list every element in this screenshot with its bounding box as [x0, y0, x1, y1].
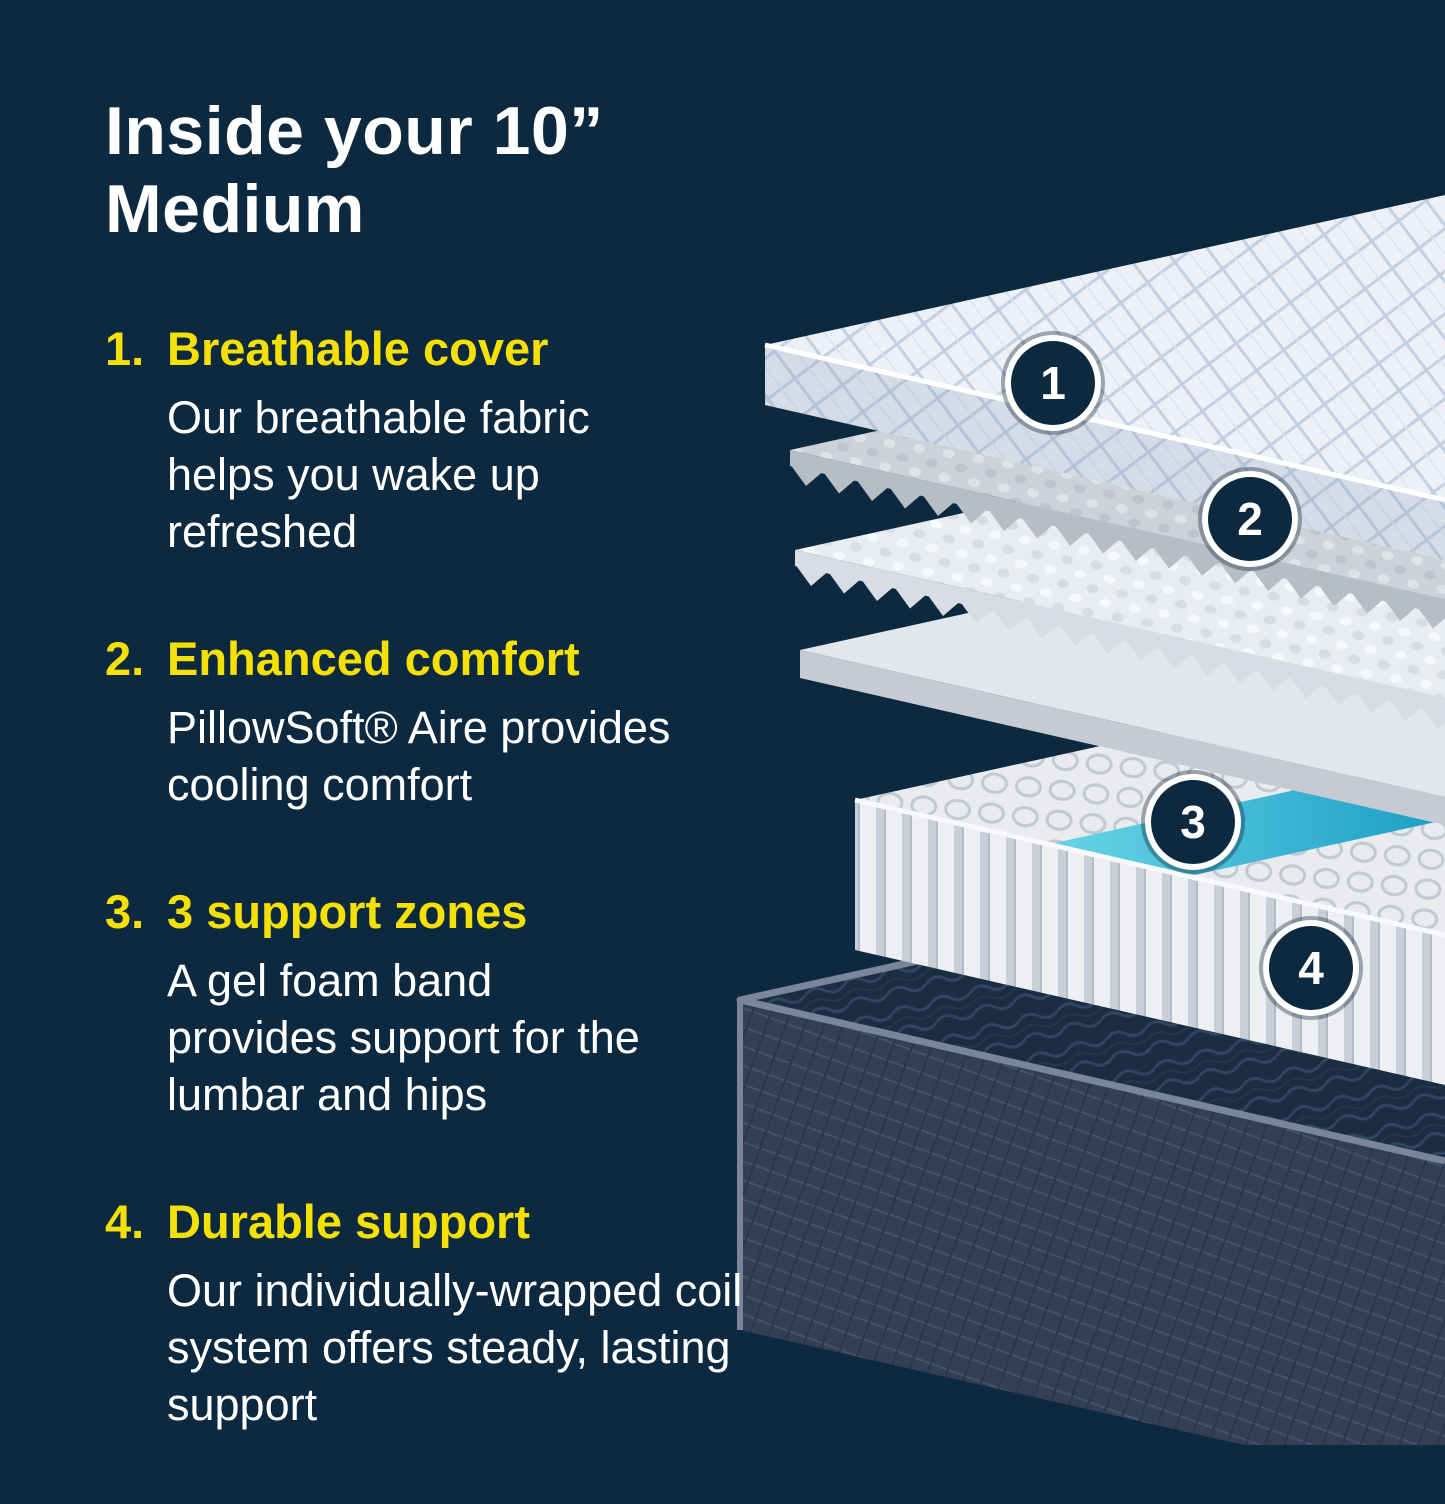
info-panel: Inside your 10” Medium 1. Breathable cov…	[105, 92, 825, 1504]
feature-3-number: 3.	[105, 885, 145, 939]
feature-1-description: Our breathable fabric helps you wake up …	[167, 391, 590, 558]
feature-2-heading-row: 2. Enhanced comfort	[105, 630, 825, 689]
feature-4-heading: Durable support	[167, 1195, 530, 1249]
callout-badge-1-label: 1	[1040, 357, 1066, 409]
feature-3-heading-row: 3. 3 support zones	[105, 883, 825, 942]
infographic-canvas: 1 2 3 4 Inside your 10” Medium 1. Breath…	[105, 93, 1445, 1445]
callout-badge-1: 1	[1005, 335, 1101, 431]
feature-2-description: PillowSoft® Aire provides cooling comfor…	[167, 701, 671, 811]
feature-1-number: 1.	[105, 322, 145, 375]
callout-badge-2-label: 2	[1237, 493, 1263, 545]
feature-section-durable-support: 4. Durable support Our individually-wrap…	[105, 1193, 825, 1433]
callout-badge-3: 3	[1145, 774, 1241, 870]
feature-section-enhanced-comfort: 2. Enhanced comfort PillowSoft® Aire pro…	[105, 630, 825, 813]
feature-2-number: 2.	[105, 632, 145, 686]
page-title: Inside your 10” Medium	[105, 93, 604, 247]
feature-4-heading-row: 4. Durable support	[105, 1193, 825, 1252]
feature-section-breathable-cover: 1. Breathable cover Our breathable fabri…	[105, 320, 825, 560]
feature-4-number: 4.	[105, 1195, 145, 1249]
callout-badge-2: 2	[1202, 471, 1298, 567]
callout-badge-4-label: 4	[1298, 942, 1324, 994]
callout-badge-4: 4	[1263, 920, 1359, 1016]
feature-4-description: Our individually-wrapped coil system off…	[167, 1265, 743, 1431]
feature-3-description: A gel foam band provides support for the…	[167, 954, 640, 1121]
callout-badge-3-label: 3	[1180, 796, 1206, 848]
feature-3-heading: 3 support zones	[167, 885, 528, 939]
feature-section-support-zones: 3. 3 support zones A gel foam band provi…	[105, 883, 825, 1123]
feature-1-heading: Breathable cover	[167, 322, 549, 375]
feature-1-heading-row: 1. Breathable cover	[105, 320, 825, 379]
feature-2-heading: Enhanced comfort	[167, 632, 580, 686]
